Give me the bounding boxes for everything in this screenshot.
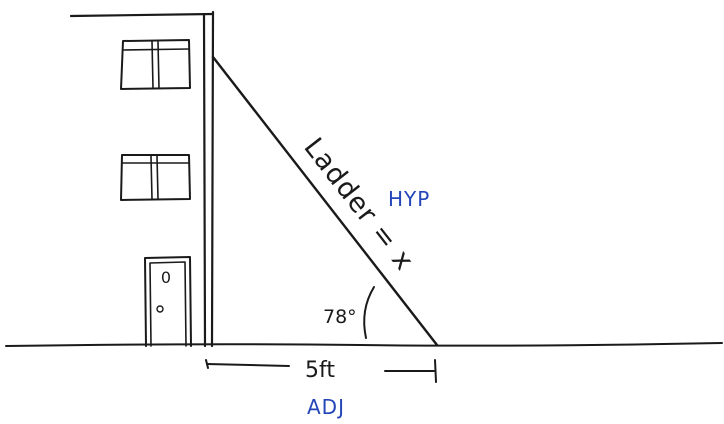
building-wall-inner [202,13,207,348]
door-number: 0 [161,268,171,287]
ground-line [5,342,723,347]
ladder-line [211,55,439,347]
angle-label: 78° [323,306,357,328]
window-top [120,39,191,90]
window-middle [120,154,191,201]
building: 0 [69,10,215,348]
base-measurement: 5ft [205,358,437,383]
hyp-label: HYP [388,187,430,211]
base-length-label: 5ft [305,358,335,383]
door-knob [156,305,164,313]
building-wall-outer [210,10,215,348]
door: 0 [144,256,192,347]
adj-label: ADJ [307,395,345,419]
angle-arc [363,286,375,339]
building-roof [69,12,215,18]
